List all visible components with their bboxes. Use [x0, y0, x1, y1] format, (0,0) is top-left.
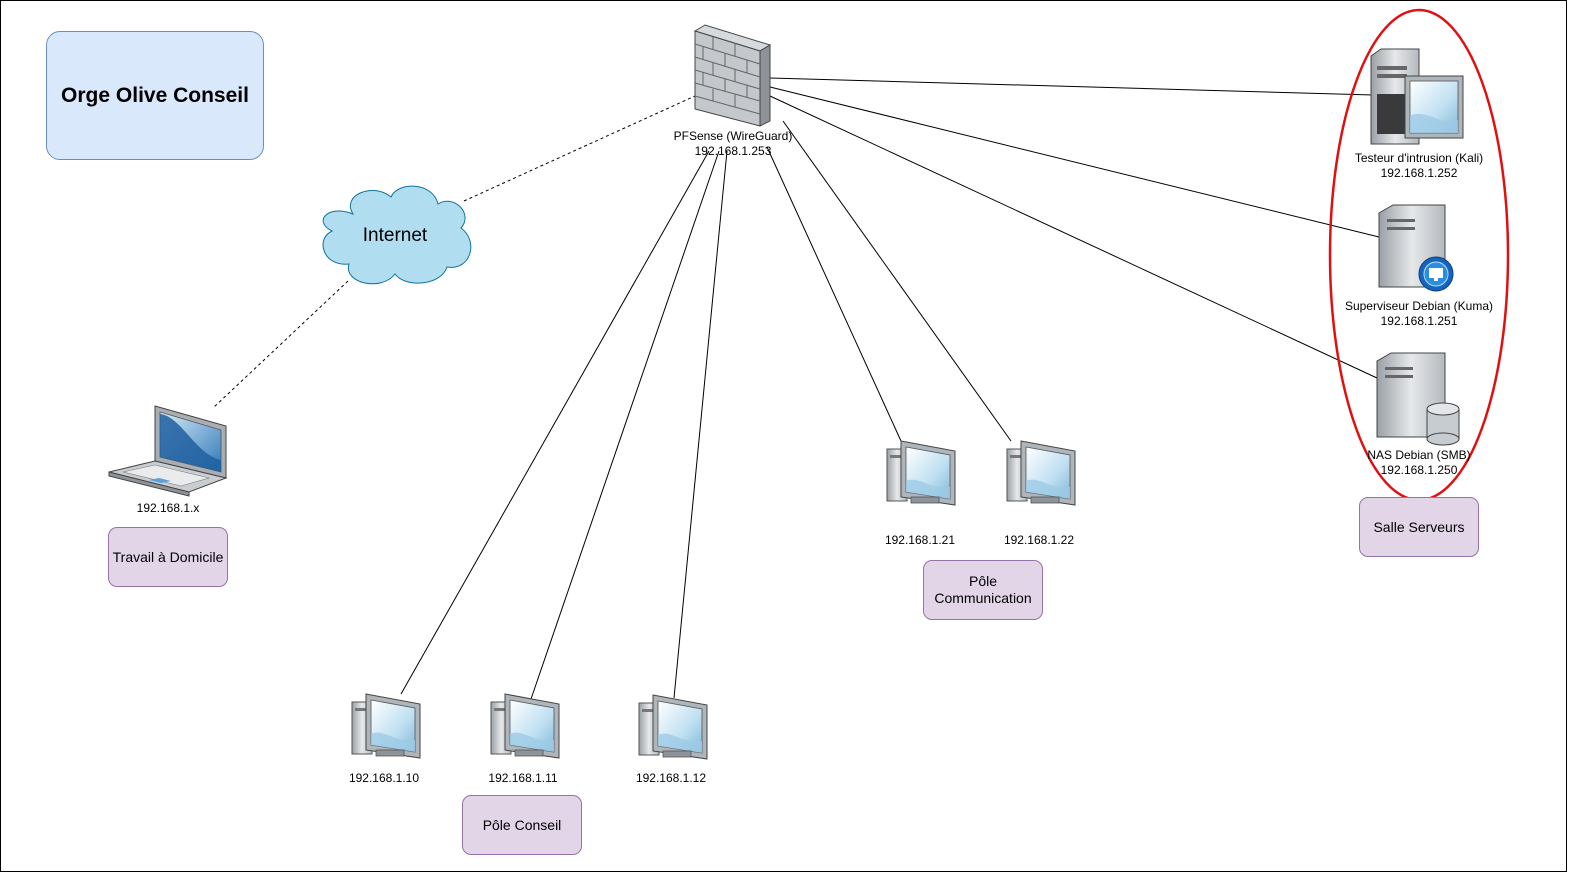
- nas-server-ip: 192.168.1.250: [1380, 463, 1458, 477]
- kali-server-name: Testeur d'intrusion (Kali): [1354, 151, 1484, 165]
- link-pc-22: [782, 120, 1012, 442]
- link-pc-11: [530, 150, 720, 700]
- kuma-server-ip: 192.168.1.251: [1380, 314, 1458, 328]
- company-title-box[interactable]: Orge Olive Conseil: [46, 31, 264, 160]
- workstation-12-ip: 192.168.1.12: [635, 771, 707, 785]
- link-kuma: [769, 86, 1380, 238]
- nas-server-label: NAS Debian (SMB) 192.168.1.250: [1349, 448, 1489, 478]
- workstation-10-icon[interactable]: [351, 693, 421, 759]
- workstation-12-icon[interactable]: [638, 694, 708, 760]
- link-internet-firewall: [463, 95, 696, 202]
- internet-cloud-icon[interactable]: [322, 185, 472, 285]
- group-pole-communication[interactable]: Pôle Communication: [923, 560, 1043, 620]
- firewall-icon[interactable]: [693, 24, 772, 127]
- group-pole-conseil[interactable]: Pôle Conseil: [462, 795, 582, 855]
- link-kali: [769, 77, 1374, 96]
- kuma-server-name: Superviseur Debian (Kuma): [1344, 299, 1494, 313]
- link-pc-21: [766, 146, 902, 442]
- firewall-name: PFSense (WireGuard): [673, 129, 793, 143]
- workstation-22-icon[interactable]: [1006, 440, 1076, 506]
- link-nas: [769, 95, 1378, 379]
- link-internet-laptop: [212, 280, 349, 409]
- workstation-11-icon[interactable]: [490, 693, 560, 759]
- network-diagram: [108, 8, 1510, 760]
- firewall-label: PFSense (WireGuard) 192.168.1.253: [653, 129, 813, 159]
- workstation-10-ip: 192.168.1.10: [348, 771, 420, 785]
- group-travail-domicile[interactable]: Travail à Domicile: [108, 527, 228, 587]
- kali-server-ip: 192.168.1.252: [1380, 166, 1458, 180]
- group-pole-communication-line1: Pôle: [968, 573, 998, 589]
- laptop-ip: 192.168.1.x: [136, 501, 200, 515]
- group-pole-communication-line2: Communication: [934, 590, 1032, 606]
- link-pc-10: [400, 150, 710, 695]
- kali-server-label: Testeur d'intrusion (Kali) 192.168.1.252: [1339, 151, 1499, 181]
- link-pc-12: [673, 150, 728, 699]
- workstation-21-icon[interactable]: [886, 440, 956, 506]
- firewall-ip: 192.168.1.253: [694, 144, 772, 158]
- kuma-server-label: Superviseur Debian (Kuma) 192.168.1.251: [1334, 299, 1504, 329]
- workstation-11-ip: 192.168.1.11: [488, 771, 558, 785]
- nas-server-icon[interactable]: [1376, 352, 1460, 446]
- workstation-21-ip: 192.168.1.21: [884, 533, 956, 547]
- laptop-icon[interactable]: [108, 405, 228, 497]
- group-salle-serveurs[interactable]: Salle Serveurs: [1359, 497, 1479, 557]
- workstation-22-ip: 192.168.1.22: [1003, 533, 1075, 547]
- kali-server-icon[interactable]: [1370, 48, 1464, 145]
- connection-lines: [400, 77, 1380, 700]
- vpn-dashed-lines: [212, 95, 696, 409]
- nas-server-name: NAS Debian (SMB): [1367, 448, 1471, 462]
- internet-label: Internet: [362, 225, 428, 246]
- kuma-server-icon[interactable]: [1378, 204, 1454, 292]
